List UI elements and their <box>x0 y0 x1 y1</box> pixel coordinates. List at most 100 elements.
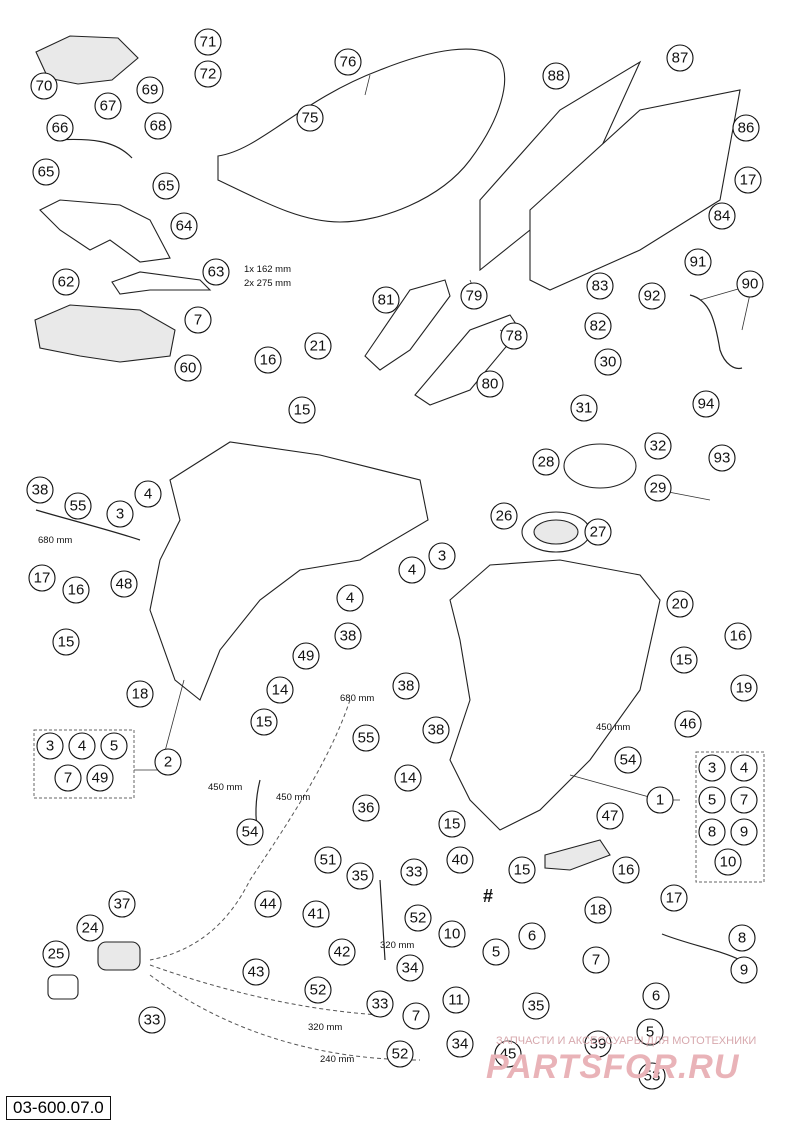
callout-number: 3 <box>46 738 54 755</box>
callout-7: 7 <box>402 1002 430 1030</box>
callout-circle <box>714 848 742 876</box>
callout-84: 84 <box>708 202 736 230</box>
callout-number: 15 <box>58 634 75 651</box>
part-75-seat <box>217 48 506 223</box>
callout-number: 9 <box>740 962 748 979</box>
callout-circle <box>586 272 614 300</box>
callout-15: 15 <box>288 396 316 424</box>
dim-hose-450-left-a: 450 mm <box>208 782 242 793</box>
hose-55-left <box>35 509 141 541</box>
callout-circle <box>730 754 758 782</box>
callout-34: 34 <box>396 954 424 982</box>
callout-circle <box>296 104 324 132</box>
callout-16: 16 <box>612 856 640 884</box>
callout-7: 7 <box>730 786 758 814</box>
callout-49: 49 <box>86 764 114 792</box>
callout-number: 44 <box>260 896 277 913</box>
callout-number: 64 <box>176 218 193 235</box>
callout-number: 5 <box>110 738 118 755</box>
part-78-side-cover <box>529 89 741 291</box>
callout-circle <box>482 938 510 966</box>
callout-circle <box>52 628 80 656</box>
part-2-left-tank <box>149 441 429 701</box>
dim-hose-240: 240 mm <box>320 1054 354 1065</box>
callout-circle <box>692 390 720 418</box>
callout-44: 44 <box>254 890 282 918</box>
part-66-strip <box>54 138 133 159</box>
callout-circle <box>136 76 164 104</box>
callout-circle <box>32 158 60 186</box>
callout-circle <box>438 810 466 838</box>
callout-number: 4 <box>740 760 748 777</box>
callout-number: 42 <box>334 944 351 961</box>
callout-52: 52 <box>304 976 332 1004</box>
callout-number: 47 <box>602 808 619 825</box>
callout-number: 39 <box>590 1036 607 1053</box>
callout-circle <box>532 448 560 476</box>
callout-number: 28 <box>538 454 555 471</box>
dim-strap-2: 2x 275 mm <box>244 278 291 289</box>
callout-number: 92 <box>644 288 661 305</box>
callout-circle <box>584 896 612 924</box>
callout-circle <box>46 114 74 142</box>
callout-number: 84 <box>714 208 731 225</box>
callout-number: 49 <box>92 770 109 787</box>
callout-circle <box>636 1018 664 1046</box>
callout-number: 15 <box>294 402 311 419</box>
callout-circle <box>708 444 736 472</box>
callout-circle <box>644 474 672 502</box>
callout-27: 27 <box>584 518 612 546</box>
callout-number: 15 <box>676 652 693 669</box>
callout-53: 53 <box>638 1062 666 1090</box>
callout-number: 36 <box>358 800 375 817</box>
callout-circle <box>638 282 666 310</box>
callout-number: 43 <box>248 964 265 981</box>
callout-circle <box>582 946 610 974</box>
callout-number: 94 <box>698 396 715 413</box>
callout-42: 42 <box>328 938 356 966</box>
callout-number: 8 <box>738 930 746 947</box>
callout-circle <box>638 1062 666 1090</box>
callout-number: 63 <box>208 264 225 281</box>
callout-number: 15 <box>514 862 531 879</box>
callout-number: 10 <box>720 854 737 871</box>
callout-number: 7 <box>412 1008 420 1025</box>
callout-number: 10 <box>444 926 461 943</box>
callout-number: 75 <box>302 110 319 127</box>
callout-8: 8 <box>728 924 756 952</box>
callout-number: 11 <box>448 992 464 1009</box>
callout-86: 86 <box>732 114 760 142</box>
callout-40: 40 <box>446 846 474 874</box>
callout-number: 53 <box>644 1068 661 1085</box>
callout-circle <box>402 1002 430 1030</box>
callout-4: 4 <box>68 732 96 760</box>
callout-number: 34 <box>402 960 419 977</box>
hose-450-left <box>149 699 351 961</box>
callout-circle <box>542 62 570 90</box>
callout-16: 16 <box>62 576 90 604</box>
callout-circle <box>250 708 278 736</box>
dim-strap-1: 1x 162 mm <box>244 264 291 275</box>
callout-number: 80 <box>482 376 499 393</box>
dimension-labels: 1x 162 mm 2x 275 mm 680 mm 680 mm 450 mm… <box>38 264 630 1065</box>
callout-circle <box>202 258 230 286</box>
callout-16: 16 <box>724 622 752 650</box>
callout-circle <box>346 862 374 890</box>
callout-7: 7 <box>54 764 82 792</box>
callout-number: 90 <box>742 276 759 293</box>
callout-number: 14 <box>400 770 417 787</box>
callout-number: 69 <box>142 82 159 99</box>
callout-circle <box>242 958 270 986</box>
dim-hose-450-left-b: 450 mm <box>276 792 310 803</box>
callout-number: 24 <box>82 920 99 937</box>
callout-17: 17 <box>28 564 56 592</box>
callout-number: 38 <box>428 722 445 739</box>
callout-number: 88 <box>548 68 565 85</box>
callout-circle <box>518 922 546 950</box>
part-24-pump <box>97 941 141 971</box>
callout-number: 67 <box>100 98 117 115</box>
callout-number: 65 <box>38 164 55 181</box>
callout-38: 38 <box>392 672 420 700</box>
callout-55: 55 <box>352 724 380 752</box>
